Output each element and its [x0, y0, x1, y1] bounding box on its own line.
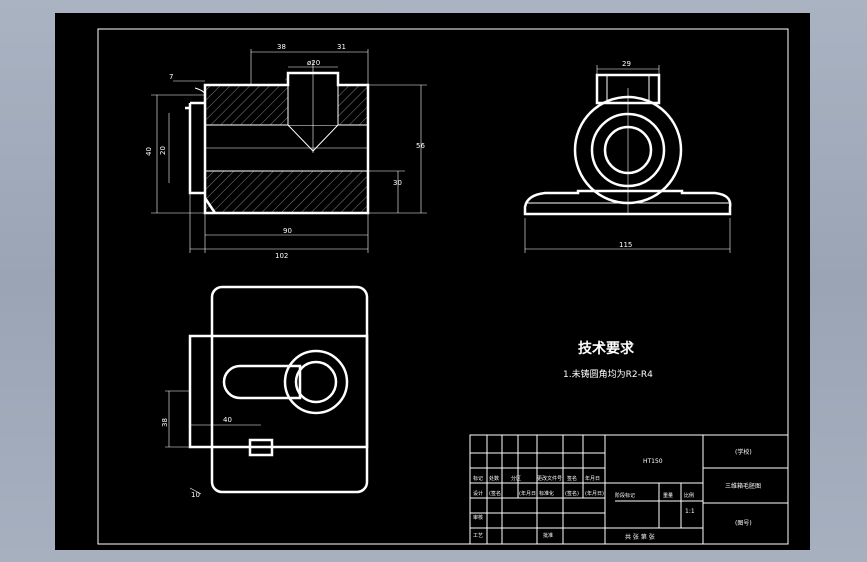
side-view: 29 115 [523, 60, 732, 253]
title-row2-label-1: (签名) [489, 490, 503, 497]
title-row-label-5: 年月日 [585, 475, 600, 482]
title-craft: 工艺 [473, 533, 483, 539]
title-part-name: 三维箱毛胚图 [725, 482, 761, 490]
title-block: HT150 (学校) 三维箱毛胚图 (图号) 标记 处数 分区 更改文件号 签名… [469, 434, 789, 545]
dim-56-front: 56 [416, 142, 425, 150]
tech-req-title: 技术要求 [578, 340, 635, 357]
dim-102-front: 102 [275, 252, 288, 260]
dim-38-top: 38 [161, 418, 169, 427]
dim-7-front: 7 [169, 73, 173, 81]
title-row-label-3: 更改文件号 [537, 475, 562, 482]
top-view-slot [222, 364, 302, 400]
title-approve: 审核 [473, 514, 483, 521]
top-view-boss-inner [294, 360, 338, 404]
dim-90-front: 90 [283, 227, 292, 235]
title-material: HT150 [643, 458, 663, 465]
tech-req-line1: 1.未铸圆角均为R2-R4 [563, 368, 653, 380]
dim-38-front: 38 [277, 43, 286, 51]
dim-115-side: 115 [619, 241, 632, 249]
front-view-hatch-bottom [205, 171, 368, 213]
front-view-outline [203, 71, 370, 215]
title-stage: 阶段标记 [615, 492, 635, 499]
title-row2-label-4: (签名) [565, 490, 579, 497]
dim-40-top: 40 [223, 416, 232, 424]
title-row2-label-0: 设计 [473, 490, 483, 497]
title-sheets: 共 张 第 张 [625, 533, 655, 541]
top-view-boss-outer [283, 349, 349, 415]
title-row2-label-2: (年月日) [519, 490, 538, 497]
title-row2-label-5: (年月日) [585, 490, 604, 497]
title-row-label-1: 处数 [489, 475, 499, 482]
top-view-notch [248, 438, 274, 457]
title-drawing-no: (图号) [735, 520, 752, 527]
top-view-body [188, 334, 369, 449]
dim-d20-front: ø20 [307, 59, 320, 67]
top-view-outline [210, 285, 369, 494]
dim-20-front: 20 [159, 146, 167, 155]
title-scale-value: 1:1 [685, 508, 695, 515]
dim-10-top: 10 [191, 491, 200, 499]
title-row-label-4: 签名 [567, 475, 577, 482]
cad-drawing: 38 31 ø20 7 40 20 56 30 90 102 [97, 28, 789, 545]
dim-29-side: 29 [622, 60, 631, 68]
top-view: 38 40 10 [161, 285, 369, 499]
dim-30-front: 30 [393, 179, 402, 187]
title-weight: 重量 [663, 492, 673, 499]
title-row2-label-3: 标准化 [539, 490, 554, 497]
title-scale: 比例 [684, 492, 694, 499]
title-row-label-2: 分区 [511, 475, 521, 482]
title-school: (学校) [735, 448, 752, 456]
sheet-border [97, 28, 789, 545]
dim-31-front: 31 [337, 43, 346, 51]
title-approve2: 批准 [543, 532, 553, 539]
dim-40-front: 40 [145, 147, 153, 156]
front-view: 38 31 ø20 7 40 20 56 30 90 102 [145, 43, 427, 260]
title-row-label-0: 标记 [473, 475, 483, 482]
side-view-base [523, 189, 732, 216]
drawing-canvas: 38 31 ø20 7 40 20 56 30 90 102 [55, 13, 810, 550]
